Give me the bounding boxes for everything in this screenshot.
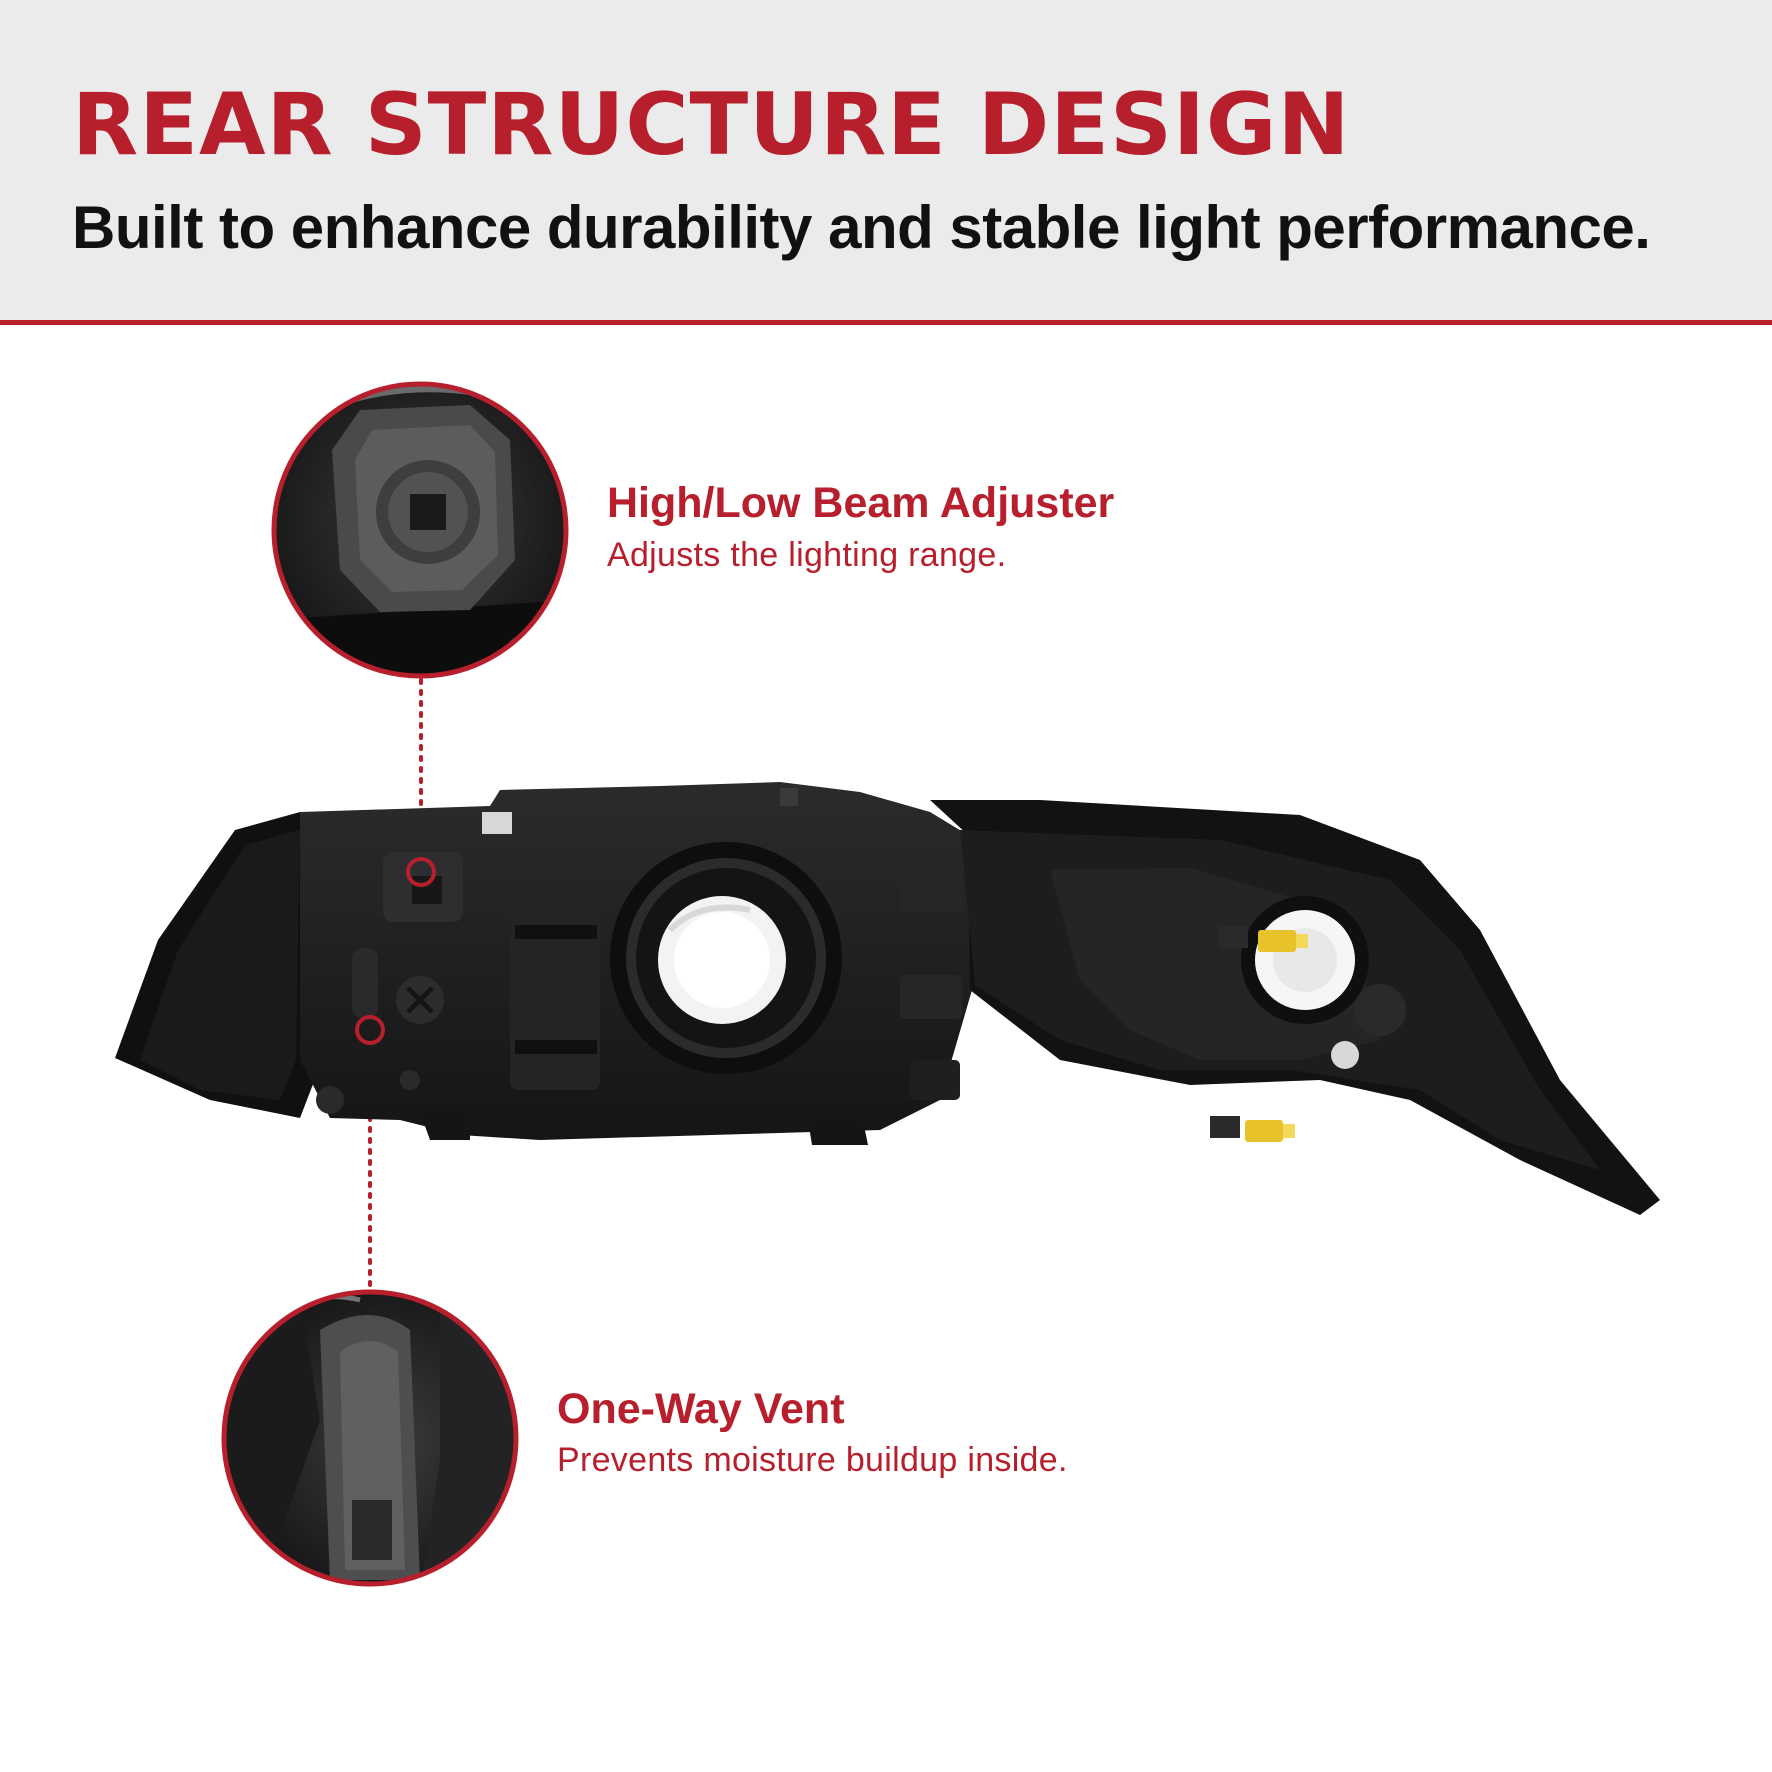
page-subtitle: Built to enhance durability and stable l… bbox=[72, 194, 1651, 261]
yellow-connector-bottom bbox=[1210, 1116, 1295, 1142]
header-divider bbox=[0, 320, 1772, 325]
callout-adjuster-description: Adjusts the lighting range. bbox=[607, 536, 1007, 574]
hotspot-vent bbox=[355, 1015, 385, 1045]
headlamp-housing bbox=[115, 782, 1660, 1215]
page-title: REAR STRUCTURE DESIGN bbox=[72, 75, 1351, 175]
beam-adjuster-zoom bbox=[271, 381, 569, 679]
hotspot-adjuster bbox=[406, 857, 436, 887]
yellow-connector-top bbox=[1218, 926, 1308, 952]
header-banner bbox=[0, 0, 1772, 320]
vent-zoom bbox=[221, 1289, 519, 1587]
callout-vent-description: Prevents moisture buildup inside. bbox=[557, 1441, 1068, 1479]
callout-vent-title: One-Way Vent bbox=[557, 1385, 845, 1433]
callout-adjuster-title: High/Low Beam Adjuster bbox=[607, 479, 1115, 527]
